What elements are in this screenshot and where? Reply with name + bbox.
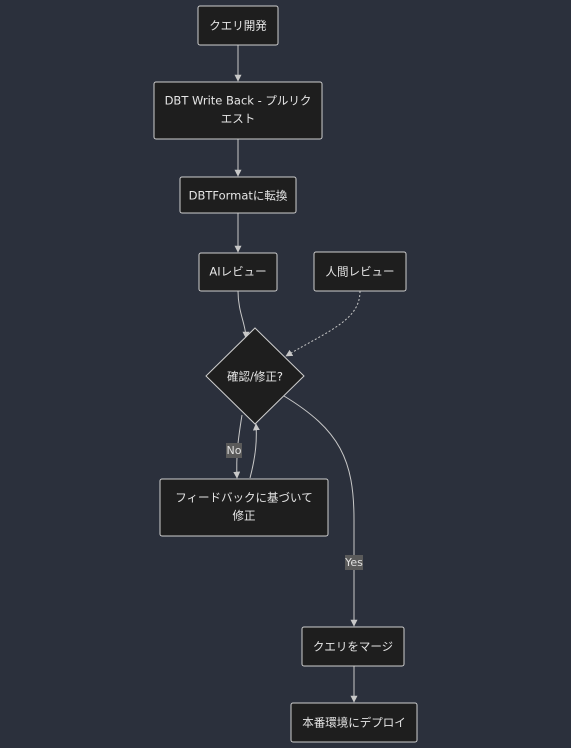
node-dbt-write-back-label-line1: DBT Write Back - プルリク xyxy=(165,94,312,108)
node-human-review-label: 人間レビュー xyxy=(326,265,395,279)
node-deploy-prod-label: 本番環境にデプロイ xyxy=(302,716,406,730)
node-fix-feedback-label-line2: 修正 xyxy=(233,509,256,523)
edge-human-review-to-confirm xyxy=(285,290,361,357)
edge-confirm-to-merge-yes xyxy=(283,395,358,627)
edge-feedback-to-confirm xyxy=(249,423,260,479)
node-human-review[interactable]: 人間レビュー xyxy=(313,251,407,292)
node-dbt-write-back[interactable]: DBT Write Back - プルリク エスト xyxy=(153,81,323,140)
edge-ai-review-to-confirm xyxy=(237,290,250,339)
node-confirm-fix-decision[interactable]: 確認/修正? xyxy=(205,327,305,425)
node-fix-feedback-label-line1: フィードバックに基づいて xyxy=(175,491,312,505)
node-deploy-prod[interactable]: 本番環境にデプロイ xyxy=(290,702,418,743)
node-query-dev-label: クエリ開発 xyxy=(209,19,267,33)
node-dbt-format[interactable]: DBTFormatに転換 xyxy=(179,176,297,214)
node-dbt-write-back-label-line2: エスト xyxy=(221,112,256,126)
node-fix-feedback[interactable]: フィードバックに基づいて 修正 xyxy=(159,478,329,537)
node-merge-query[interactable]: クエリをマージ xyxy=(301,626,405,667)
node-merge-query-label: クエリをマージ xyxy=(313,640,393,654)
edge-label-yes-text: Yes xyxy=(344,556,363,569)
node-ai-review[interactable]: AIレビュー xyxy=(198,252,278,292)
node-ai-review-label: AIレビュー xyxy=(209,265,266,279)
node-query-dev[interactable]: クエリ開発 xyxy=(197,5,279,46)
edge-label-no-text: No xyxy=(227,444,242,457)
edge-label-yes: Yes xyxy=(344,555,363,570)
edge-label-no: No xyxy=(226,443,242,458)
node-dbt-format-label: DBTFormatに転換 xyxy=(189,189,288,203)
node-confirm-fix-label: 確認/修正? xyxy=(227,370,283,384)
